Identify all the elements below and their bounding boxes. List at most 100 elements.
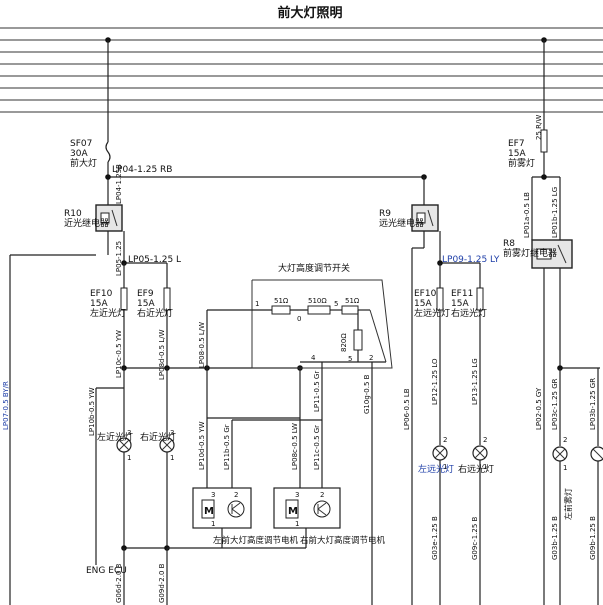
switch-pin-5a: 5 (334, 300, 338, 308)
lamp-left-fog-label: 左前雾灯 (563, 488, 573, 520)
fuse-ef9: EF9 15A 右近光灯 (137, 263, 173, 368)
sf07-rating: 30A (70, 149, 88, 159)
motor-left-pin3: 3 (211, 491, 215, 499)
wire-g06d-label: G06d-2.0 B (115, 563, 123, 603)
wire-lp08-label: LP08-0.5 L/W (198, 322, 206, 368)
fuse-ef11: EF11 15A 右远光灯 LP13-1.25 LG (451, 263, 487, 445)
sf07-id: SF07 (70, 139, 92, 149)
svg-text:1: 1 (443, 463, 447, 471)
wire-g09b-label: G09b-1.25 B (589, 516, 597, 560)
fuse-ef10-left: EF10 15A 左近光灯 (90, 263, 128, 368)
r10-name: 近光继电器 (64, 217, 109, 229)
wire-lp08d-label: LP08d-0.5 L/W (158, 329, 166, 380)
svg-text:1: 1 (563, 464, 567, 472)
wire-lp10c-label: LP10c-0.5 YW (115, 330, 123, 378)
lamp-right-high: 2 1 右远光灯 G09c-1.25 B (458, 436, 494, 605)
motor-left-m: M (204, 506, 214, 517)
switch-pin-2: 2 (369, 354, 373, 362)
ef9-rating: 15A (137, 299, 155, 309)
wire-lp13-label: LP13-1.25 LG (471, 358, 479, 405)
ef10-left-rating: 15A (90, 299, 108, 309)
relay-r10: R10 近光继电器 (64, 204, 123, 232)
motor-left-pin2: 2 (234, 491, 238, 499)
ef7-id: EF7 (508, 139, 525, 149)
resistor-3-value: 51Ω (345, 297, 360, 305)
wire-lp03b-label: LP03b-1.25 GR (589, 378, 597, 430)
motor-right-pin2: 2 (320, 491, 324, 499)
wire-lp05: LP05-1.25 L LP05-1.25 (115, 231, 181, 276)
wire-g03b-label: G03b-1.25 B (551, 516, 559, 560)
r8-id: R8 (503, 239, 515, 249)
wire-g03e-label: G03e-1.25 B (431, 516, 439, 560)
wire-lp04: LP04-1.25 RB LP04-1.25B (105, 164, 427, 205)
power-bus-lines (0, 27, 603, 113)
r8-name: 前雾灯继电器 (503, 247, 557, 259)
svg-text:1: 1 (127, 454, 131, 462)
fuse-ef7: EF7 15A 前雾灯 25 R/W (508, 40, 548, 177)
wire-g09d-label: G09d-2.0 B (158, 563, 166, 603)
ef10-right-name: 左远光灯 (414, 307, 450, 319)
wire-lp11b-label: LP11b-0.5 Gr (223, 424, 231, 470)
wire-g09c-label: G09c-1.25 B (471, 516, 479, 560)
wire-junction-row: LP10b-0.5 YW (88, 365, 303, 560)
ef9-id: EF9 (137, 289, 154, 299)
lamp-left-high-label: 左远光灯 (418, 463, 454, 475)
lamp-right-low-label: 右近光灯 (140, 431, 176, 443)
resistor-4-value: 820Ω (340, 333, 348, 352)
svg-text:2: 2 (483, 436, 487, 444)
r10-id: R10 (64, 209, 82, 219)
sf07-name: 前大灯 (70, 157, 97, 169)
motor-right-pin3: 3 (295, 491, 299, 499)
resistor-2-value: 510Ω (308, 297, 327, 305)
wire-lp07: LP07-0.5 BY/R (2, 231, 109, 605)
relay-r8: LP01a-0.5 LB LP01b-1.25 LG R8 前雾灯继电器 LP0… (503, 174, 600, 605)
ef11-id: EF11 (451, 289, 473, 299)
motor-left-pin1: 1 (211, 520, 215, 528)
wire-lp03c-label: LP03c-1.25 GR (551, 378, 559, 430)
motor-wiring: LP10d-0.5 YW LP11b-0.5 Gr LP08c-0.5 LW L… (198, 418, 323, 488)
fuse-sf07: SF07 30A 前大灯 (70, 40, 111, 205)
relay-r9: R9 远光继电器 LP06-0.5 LB LP09-1.25 LY (379, 204, 500, 605)
wire-g10g-label: G10g-0.5 B (363, 374, 371, 414)
wire-lp09-label: LP09-1.25 LY (442, 255, 500, 265)
ef11-rating: 15A (451, 299, 469, 309)
wire-lp12-label: LP12-1.25 LO (431, 358, 439, 405)
switch-pin-1: 1 (255, 300, 259, 308)
resistor-1-value: 51Ω (274, 297, 289, 305)
lamp-left-low-label: 左近光灯 (97, 431, 133, 443)
wire-lp10d-label: LP10d-0.5 YW (198, 421, 206, 470)
wire-lp04-vertical-label: LP04-1.25B (115, 164, 123, 204)
svg-text:2: 2 (443, 436, 447, 444)
lamp-left-low: 3 1 左近光灯 (97, 388, 133, 548)
wire-lp04-label: LP04-1.25 RB (112, 165, 172, 175)
diagram-title: 前大灯照明 (277, 5, 342, 21)
ef10-right-rating: 15A (414, 299, 432, 309)
switch-pin-4: 4 (311, 354, 316, 362)
wire-lp05-vertical-label: LP05-1.25 (115, 241, 123, 276)
ef7-name: 前雾灯 (508, 157, 535, 169)
eng-ecu: ENG ECU (86, 560, 127, 576)
wire-ef7-label: 25 R/W (535, 115, 543, 140)
wire-lp10b-label: LP10b-0.5 YW (88, 387, 96, 436)
wire-lp08: LP08-0.5 L/W (198, 309, 301, 419)
wire-lp07-label: LP07-0.5 BY/R (2, 381, 10, 430)
ef9-name: 右近光灯 (137, 307, 173, 319)
switch-pin-5b: 5 (348, 355, 352, 363)
ef7-rating: 15A (508, 149, 526, 159)
svg-text:1: 1 (483, 463, 487, 471)
motor-left: M 3 2 1 左前大灯高度调节电机 (167, 487, 299, 549)
ground-low-beam: G06d-2.0 B G09d-2.0 B (115, 545, 170, 605)
motor-right-pin1: 1 (295, 520, 299, 528)
wire-lp02-label: LP02-0.5 GY (535, 387, 543, 430)
ef10-right-id: EF10 (414, 289, 437, 299)
lamp-right-high-label: 右远光灯 (458, 463, 494, 475)
ef11-name: 右远光灯 (451, 307, 487, 319)
lamp-right-fog: LP03b-1.25 GR G09b-1.25 B (589, 368, 603, 605)
wire-lp11c-label: LP11c-0.5 Gr (313, 425, 321, 470)
r9-id: R9 (379, 209, 391, 219)
wire-lp05-label: LP05-1.25 L (128, 255, 181, 265)
wire-lp01a-label: LP01a-0.5 LB (523, 192, 531, 238)
headlamp-height-switch: 大灯高度调节开关 51Ω 510Ω 51Ω 1 0 5 820Ω 5 4 2 G… (251, 262, 393, 605)
svg-text:2: 2 (563, 436, 567, 444)
motor-left-name: 左前大灯高度调节电机 (213, 535, 299, 546)
